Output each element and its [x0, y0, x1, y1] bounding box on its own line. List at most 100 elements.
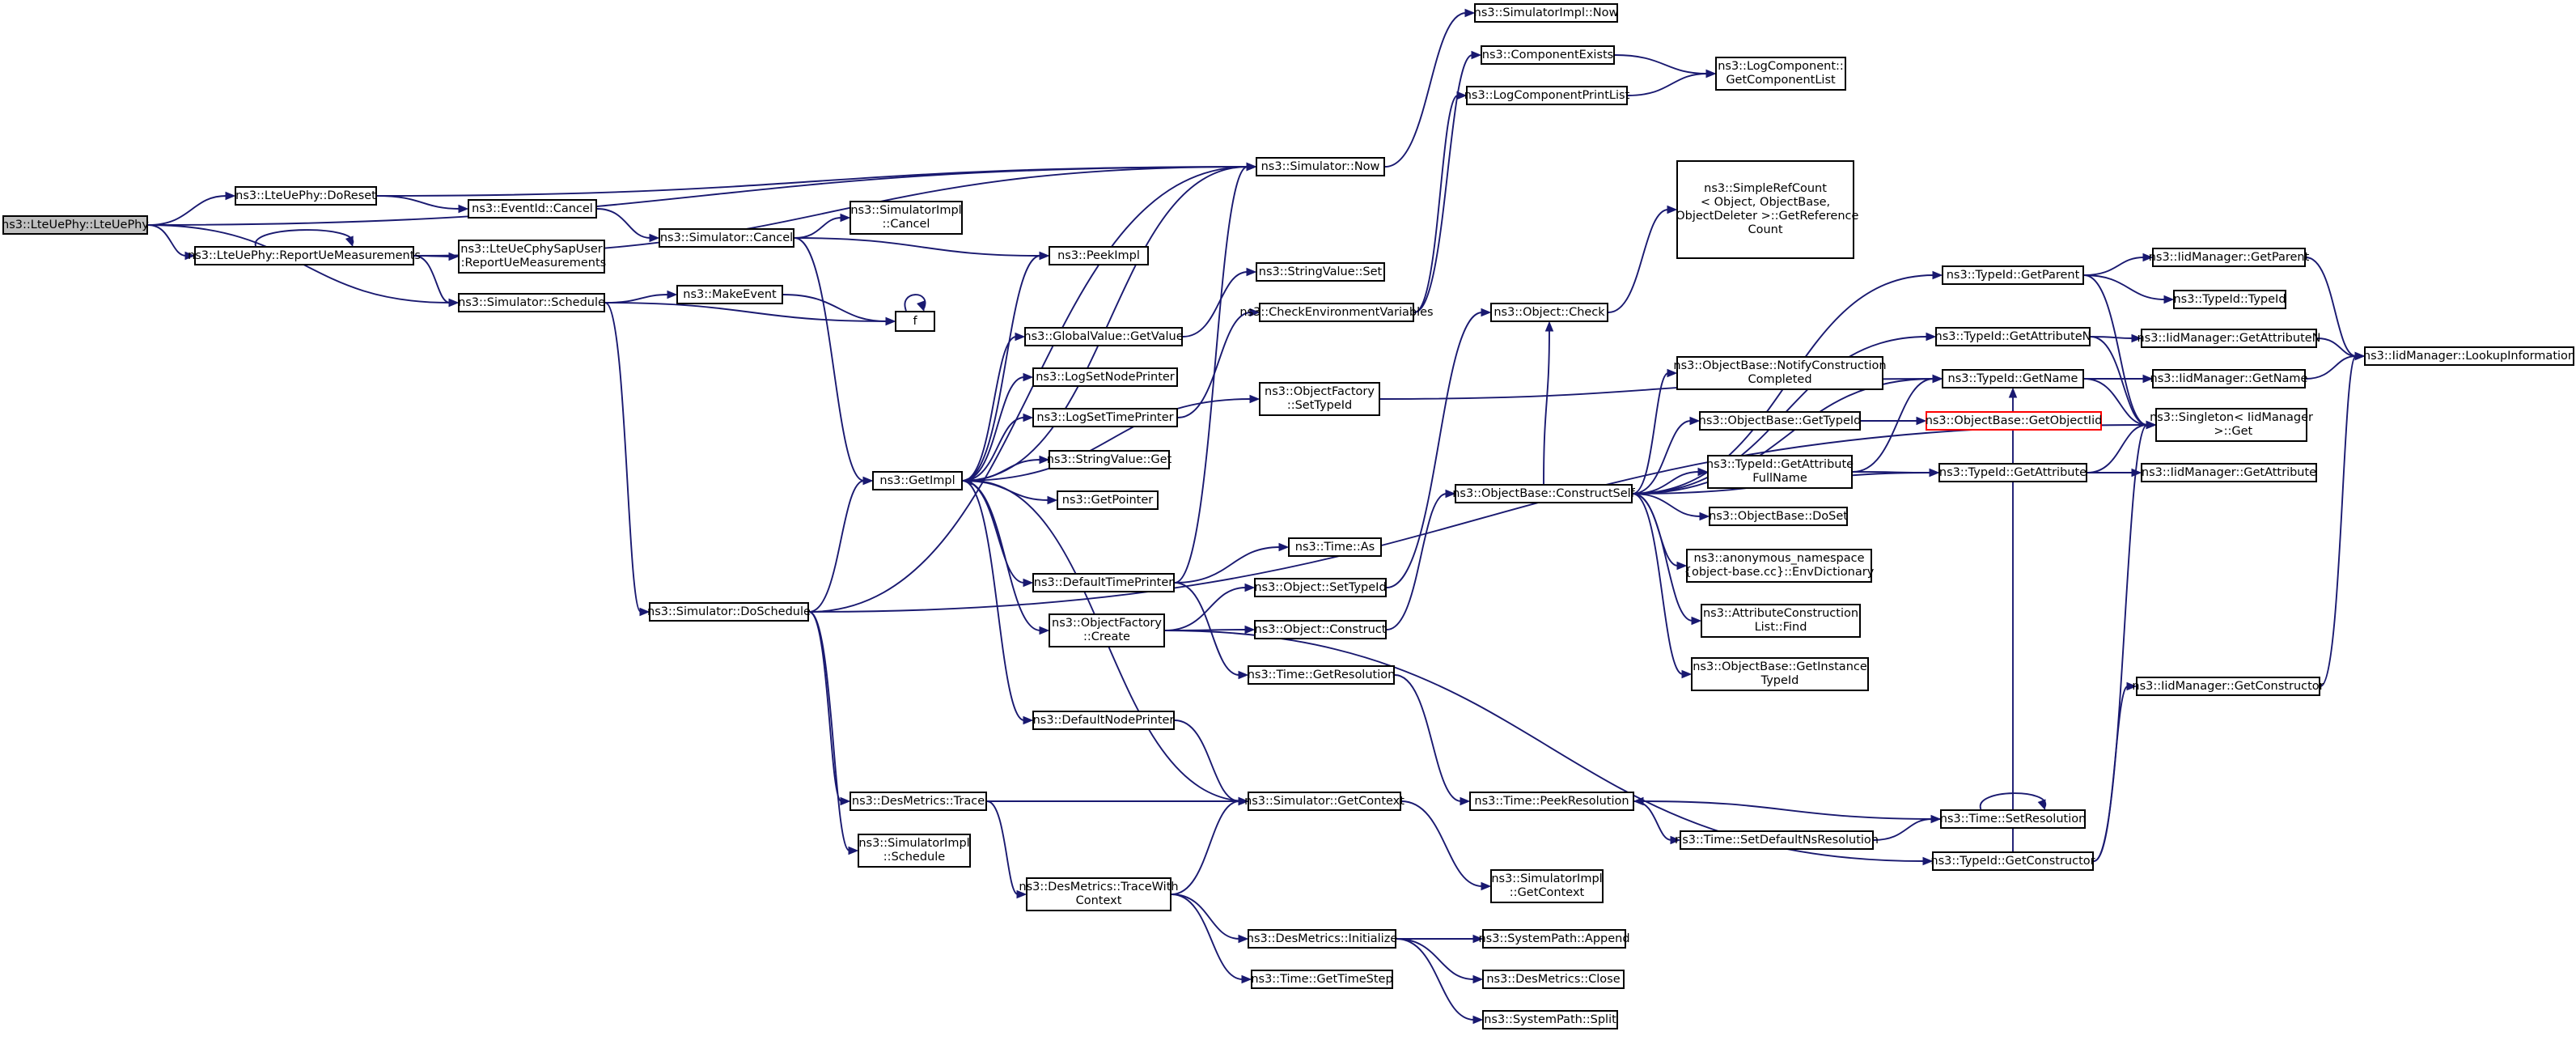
graph-node-notifyconstr[interactable]: ns3::ObjectBase::NotifyConstruction Comp…: [1673, 356, 1887, 390]
edge-setdefaultns-to-timesetres: [1873, 818, 1933, 841]
graph-node-obgettypeid[interactable]: ns3::ObjectBase::GetTypeId: [1699, 411, 1861, 431]
graph-node-logsetnode[interactable]: ns3::LogSetNodePrinter: [1032, 367, 1178, 387]
graph-node-tidgetname[interactable]: ns3::TypeId::GetName: [1942, 369, 2084, 388]
graph-node-iidgetattr[interactable]: ns3::IidManager::GetAttribute: [2141, 463, 2317, 482]
graph-node-simimplgetctx[interactable]: ns3::SimulatorImpl ::GetContext: [1490, 869, 1604, 903]
graph-node-logcompprint[interactable]: ns3::LogComponentPrintList: [1464, 86, 1629, 105]
graph-node-getobjectiid[interactable]: ns3::ObjectBase::GetObjectIid: [1926, 411, 2102, 431]
graph-node-reportue[interactable]: ns3::LteUePhy::ReportUeMeasurements: [188, 246, 421, 265]
edge-dminit-to-sysappend-arrowhead: [1472, 934, 1484, 944]
graph-node-simplerefcount[interactable]: ns3::SimpleRefCount < Object, ObjectBase…: [1676, 160, 1858, 259]
graph-node-simnow[interactable]: ns3::Simulator::Now: [1256, 157, 1385, 176]
graph-node-cphysap[interactable]: ns3::LteUeCphySapUser ::ReportUeMeasurem…: [457, 240, 606, 274]
graph-node-ofsettypeid[interactable]: ns3::ObjectFactory ::SetTypeId: [1259, 382, 1380, 416]
edge-doreset-to-eventcancel: [376, 195, 460, 210]
graph-node-timesetres[interactable]: ns3::Time::SetResolution: [1940, 809, 2086, 829]
graph-node-timeas[interactable]: ns3::Time::As: [1288, 537, 1382, 557]
graph-node-iidgetattrn[interactable]: ns3::IidManager::GetAttributeN: [2137, 329, 2321, 348]
graph-node-objconstruct[interactable]: ns3::Object::Construct: [1254, 620, 1387, 639]
graph-node-iidgetparent[interactable]: ns3::IidManager::GetParent: [2149, 248, 2309, 267]
edge-getimpl-to-defnodeprinter: [962, 480, 1025, 721]
graph-node-timegetres[interactable]: ns3::Time::GetResolution: [1248, 665, 1395, 685]
graph-node-sysappend[interactable]: ns3::SystemPath::Append: [1478, 929, 1630, 949]
graph-node-constructself[interactable]: ns3::ObjectBase::ConstructSelf: [1452, 484, 1635, 503]
edge-dmtracewith-to-dminit-arrowhead: [1238, 934, 1249, 944]
graph-node-compexists[interactable]: ns3::ComponentExists: [1481, 45, 1615, 65]
graph-node-logsettime[interactable]: ns3::LogSetTimePrinter: [1032, 408, 1178, 427]
graph-node-dmclose[interactable]: ns3::DesMetrics::Close: [1482, 970, 1625, 989]
graph-node-timegetstep[interactable]: ns3::Time::GetTimeStep: [1251, 970, 1393, 989]
edge-sched-to-f: [604, 302, 888, 322]
graph-node-iidgetconstructor[interactable]: ns3::IidManager::GetConstructor: [2132, 677, 2324, 696]
edge-checkenv-to-logcompprint: [1413, 95, 1459, 313]
graph-node-simcancel[interactable]: ns3::Simulator::Cancel: [659, 228, 794, 248]
graph-node-iidgetname[interactable]: ns3::IidManager::GetName: [2150, 369, 2307, 388]
graph-node-tidgetparent[interactable]: ns3::TypeId::GetParent: [1942, 265, 2084, 285]
edge-timegetres-to-timepeekres-arrowhead: [1460, 796, 1471, 806]
edge-ofcreate-to-objsettypeid-arrowhead: [1244, 583, 1256, 592]
edge-objconstruct-to-constructself-arrowhead: [1445, 489, 1456, 499]
graph-node-simimplnow[interactable]: ns3::SimulatorImpl::Now: [1474, 3, 1618, 23]
edge-f-to-f: [904, 294, 926, 312]
edge-doschedule-to-singleton: [808, 424, 2148, 613]
graph-node-getimpl[interactable]: ns3::GetImpl: [872, 471, 963, 490]
edge-reportue-to-reportue-arrowhead: [345, 236, 354, 248]
graph-node-getpointer[interactable]: ns3::GetPointer: [1057, 490, 1159, 510]
graph-node-simgetcontext[interactable]: ns3::Simulator::GetContext: [1244, 792, 1405, 811]
graph-node-syssplit[interactable]: ns3::SystemPath::Split: [1482, 1010, 1618, 1029]
graph-node-sched[interactable]: ns3::Simulator::Schedule: [458, 293, 605, 312]
graph-node-doset[interactable]: ns3::ObjectBase::DoSet: [1709, 507, 1848, 526]
graph-node-tidgetattr[interactable]: ns3::TypeId::GetAttribute: [1938, 463, 2087, 482]
edge-iidgetattrn-to-lookupinfo: [2316, 337, 2357, 357]
graph-node-peekimpl[interactable]: ns3::PeekImpl: [1049, 246, 1149, 265]
edge-f-to-f-arrowhead: [917, 300, 925, 312]
edge-reportue-to-sched-arrowhead: [448, 298, 460, 308]
graph-node-envdict[interactable]: ns3::anonymous_namespace {object-base.cc…: [1684, 549, 1874, 583]
edge-getimpl-to-logsetnode-arrowhead: [1023, 372, 1034, 382]
graph-node-attrconstrfind[interactable]: ns3::AttributeConstruction List::Find: [1701, 604, 1861, 638]
graph-node-makeevent[interactable]: ns3::MakeEvent: [676, 285, 783, 304]
edge-dminit-to-syssplit-arrowhead: [1472, 1015, 1484, 1025]
graph-node-doreset[interactable]: ns3::LteUePhy::DoReset: [235, 186, 377, 206]
edge-deftimeprinter-to-timeas-arrowhead: [1278, 542, 1290, 552]
graph-node-f[interactable]: f: [895, 311, 935, 332]
graph-node-strvalget[interactable]: ns3::StringValue::Get: [1047, 450, 1171, 469]
edge-objsettypeid-to-objcheck: [1386, 312, 1483, 588]
edge-tidgetparent-to-tidtypeid: [2083, 274, 2166, 300]
graph-node-timepeekres[interactable]: ns3::Time::PeekResolution: [1469, 792, 1634, 811]
edge-tidgetconstructor-to-iidgetconstructor: [2093, 686, 2129, 862]
graph-node-getinstancetid[interactable]: ns3::ObjectBase::GetInstance TypeId: [1691, 657, 1869, 691]
graph-node-lookupinfo[interactable]: ns3::IidManager::LookupInformation: [2363, 346, 2575, 366]
edge-objsettypeid-to-objcheck-arrowhead: [1481, 308, 1492, 317]
graph-node-simimplschedule[interactable]: ns3::SimulatorImpl ::Schedule: [858, 834, 971, 868]
graph-node-doschedule[interactable]: ns3::Simulator::DoSchedule: [647, 602, 811, 622]
graph-node-eventcancel[interactable]: ns3::EventId::Cancel: [468, 199, 597, 219]
edge-timesetres-to-timesetres-arrowhead: [2037, 799, 2046, 811]
edge-tidgetconstructor-to-singleton-arrowhead: [2146, 420, 2157, 430]
edge-simgetcontext-to-simimplgetctx-arrowhead: [1481, 881, 1492, 891]
graph-node-strvalset[interactable]: ns3::StringValue::Set: [1256, 262, 1385, 282]
graph-node-deftimeprinter[interactable]: ns3::DefaultTimePrinter: [1032, 573, 1175, 592]
graph-node-getattrfull[interactable]: ns3::TypeId::GetAttribute FullName: [1706, 455, 1854, 489]
graph-node-simimplcancel[interactable]: ns3::SimulatorImpl ::Cancel: [849, 201, 963, 235]
graph-node-dmtrace[interactable]: ns3::DesMetrics::Trace: [849, 792, 987, 811]
edge-getimpl-to-logsetnode: [962, 376, 1025, 482]
graph-node-tidtypeid[interactable]: ns3::TypeId::TypeId: [2173, 290, 2286, 309]
graph-node-dminit[interactable]: ns3::DesMetrics::Initialize: [1247, 929, 1397, 949]
graph-node-tidgetconstructor[interactable]: ns3::TypeId::GetConstructor: [1930, 851, 2095, 871]
edge-ofcreate-to-objsettypeid: [1164, 587, 1247, 631]
graph-node-dmtracewith[interactable]: ns3::DesMetrics::TraceWith Context: [1019, 877, 1179, 911]
graph-node-objsettypeid[interactable]: ns3::Object::SetTypeId: [1254, 578, 1387, 597]
graph-node-ofcreate[interactable]: ns3::ObjectFactory ::Create: [1049, 613, 1165, 647]
graph-node-gvget[interactable]: ns3::GlobalValue::GetValue: [1023, 327, 1184, 346]
graph-node-setdefaultns[interactable]: ns3::Time::SetDefaultNsResolution: [1675, 830, 1879, 850]
edge-getimpl-to-ofcreate: [962, 480, 1041, 631]
graph-node-checkenv[interactable]: ns3::CheckEnvironmentVariables: [1239, 303, 1434, 322]
graph-node-tidgetattrn[interactable]: ns3::TypeId::GetAttributeN: [1935, 327, 2091, 346]
graph-node-objcheck[interactable]: ns3::Object::Check: [1490, 303, 1608, 322]
graph-node-singleton[interactable]: ns3::Singleton< IidManager >::Get: [2150, 408, 2313, 442]
graph-node-lteuephy: ns3::LteUePhy::LteUePhy: [2, 215, 149, 235]
graph-node-defnodeprinter[interactable]: ns3::DefaultNodePrinter: [1032, 711, 1175, 730]
graph-node-logcomplist[interactable]: ns3::LogComponent:: GetComponentList: [1715, 57, 1846, 91]
